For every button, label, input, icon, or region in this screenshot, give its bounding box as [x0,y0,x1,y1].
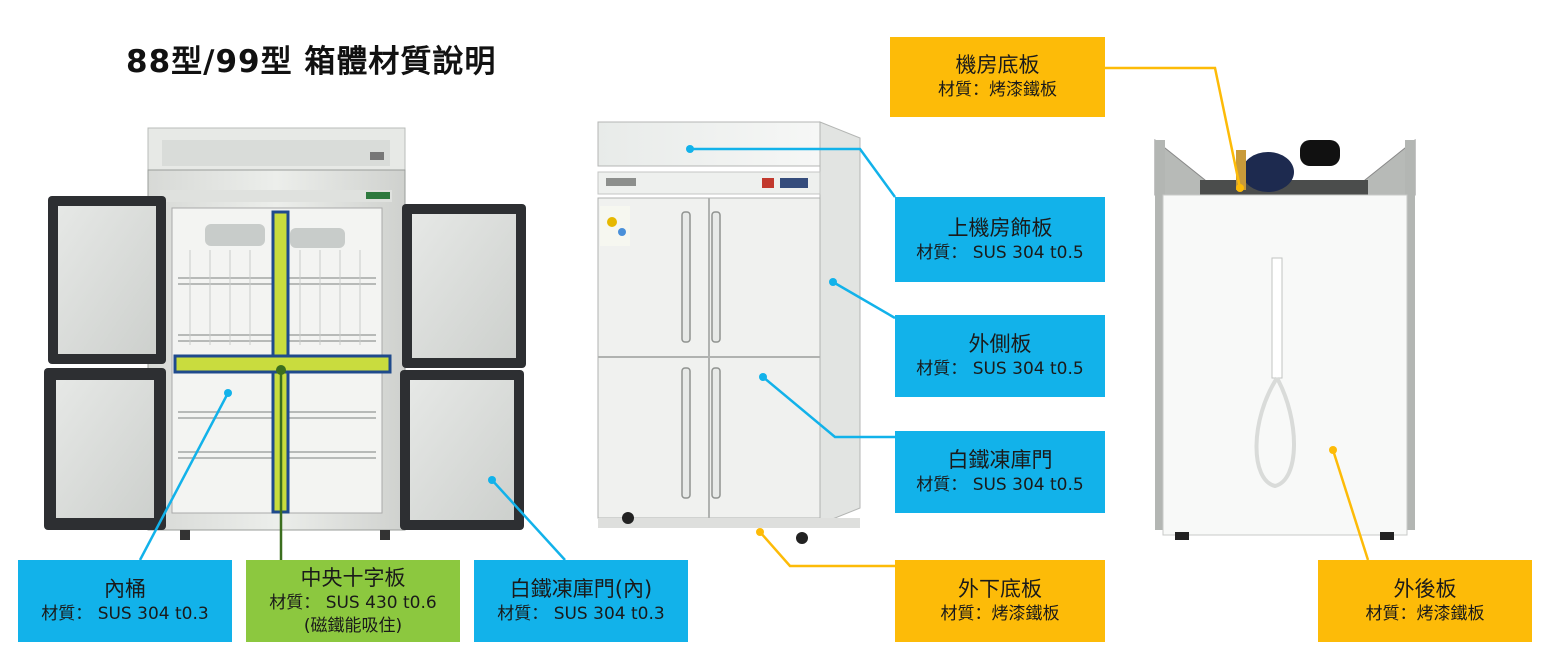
callout-name: 外側板 [968,332,1032,356]
callout-freezer-door-inner: 白鐵凍庫門(內) 材質： SUS 304 t0.3 [474,560,688,642]
leader-lines [138,66,1370,568]
callout-material: 材質：烤漆鐵板 [1365,604,1485,624]
callout-material: 材質：烤漆鐵板 [940,604,1060,624]
callout-name: 上機房飾板 [947,215,1053,240]
callout-note: (磁鐵能吸住) [303,616,403,636]
callout-material: 材質： SUS 304 t0.3 [41,604,209,624]
callout-material: 材質： SUS 304 t0.5 [916,475,1084,495]
fridge-open-illustration [44,127,526,540]
callout-name: 內桶 [104,577,146,601]
callout-top-machine-panel: 上機房飾板 材質： SUS 304 t0.5 [895,197,1105,282]
callout-name: 外後板 [1393,577,1457,601]
callout-center-cross-plate: 中央十字板 材質： SUS 430 t0.6 (磁鐵能吸住) [246,560,460,642]
callout-material: 材質： SUS 304 t0.3 [497,604,665,624]
callout-outer-side-panel: 外側板 材質： SUS 304 t0.5 [895,315,1105,397]
callout-name: 外下底板 [958,577,1042,601]
callout-material: 材質：烤漆鐵板 [938,80,1057,100]
callout-outer-bottom-plate: 外下底板 材質：烤漆鐵板 [895,560,1105,642]
page-title: 88型/99型 箱體材質說明 [126,44,497,80]
callout-name: 白鐵凍庫門 [947,448,1053,472]
callout-inner-tank: 內桶 材質： SUS 304 t0.3 [18,560,232,642]
callout-name: 中央十字板 [300,566,406,590]
callout-name: 白鐵凍庫門(內) [509,577,653,601]
callout-outer-back-panel: 外後板 材質：烤漆鐵板 [1318,560,1532,642]
fridge-closed-illustration [597,121,861,544]
callout-material: 材質： SUS 304 t0.5 [916,242,1084,263]
callout-machine-bottom-plate: 機房底板 材質：烤漆鐵板 [890,37,1105,117]
callout-freezer-door: 白鐵凍庫門 材質： SUS 304 t0.5 [895,431,1105,513]
callout-material: 材質： SUS 430 t0.6 [269,593,437,613]
callout-material: 材質： SUS 304 t0.5 [916,359,1084,379]
fridge-back-illustration [1154,138,1416,540]
callout-name: 機房底板 [955,53,1040,77]
